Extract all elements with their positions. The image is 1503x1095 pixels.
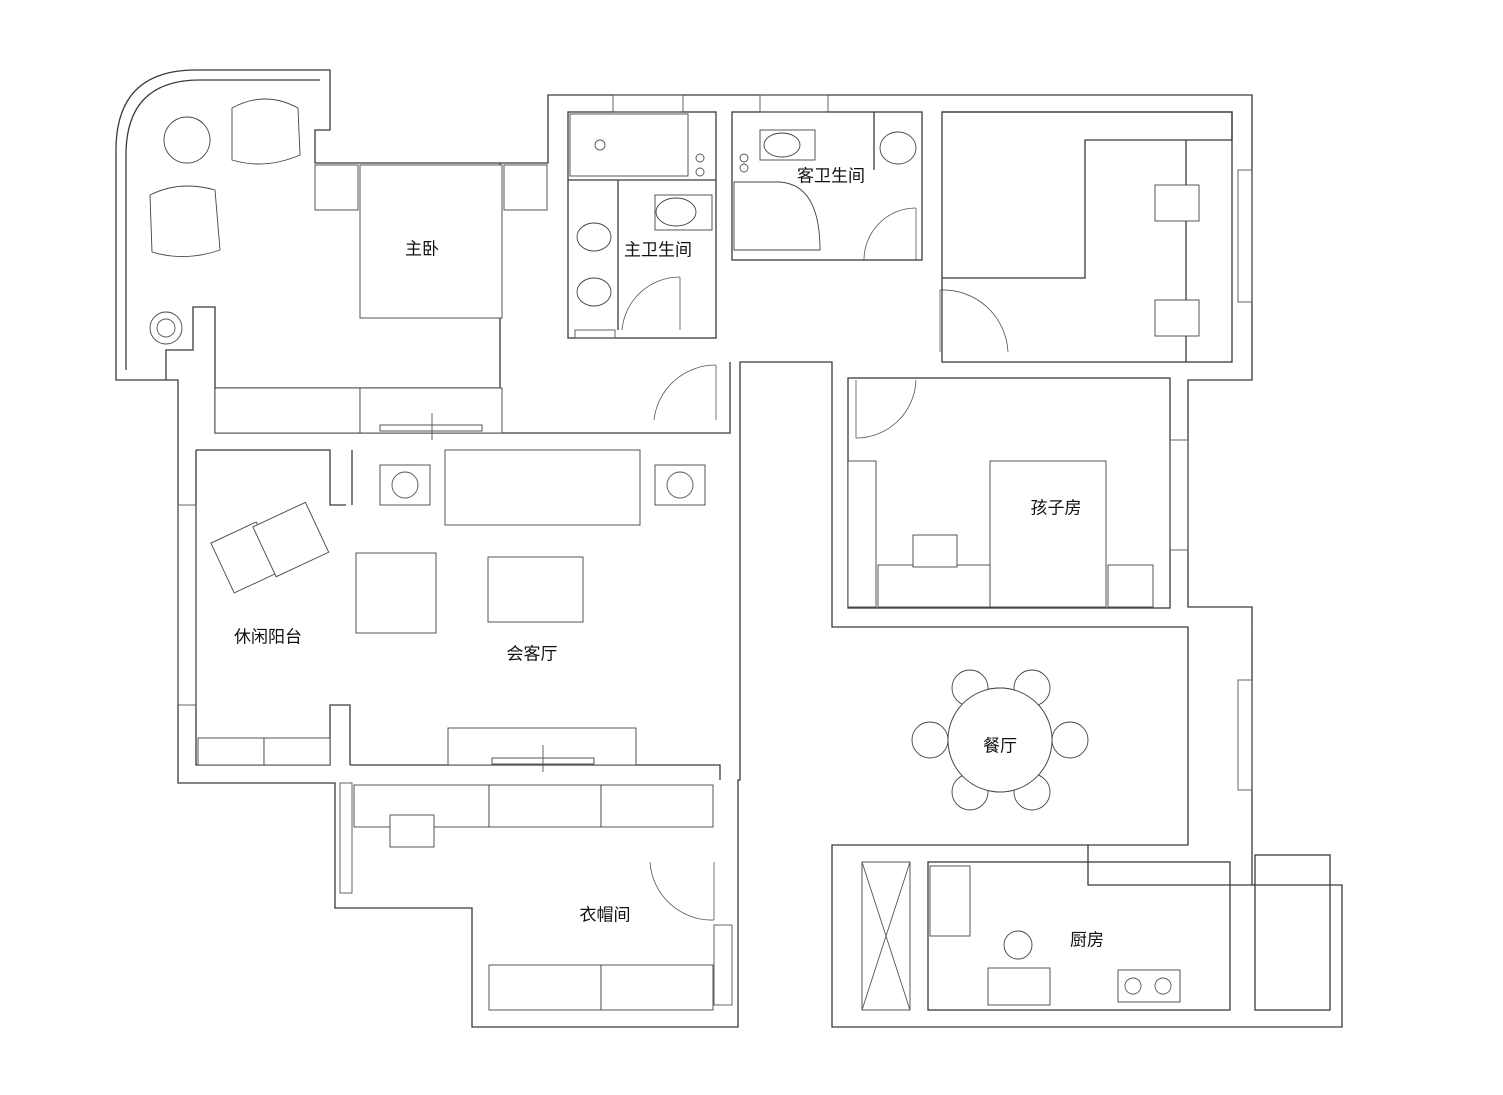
room-label-master-bedroom: 主卧 — [405, 239, 439, 260]
kids-room-furniture — [847, 460, 1154, 608]
balcony-loungers — [210, 501, 330, 594]
room-label-guest-bathroom: 客卫生间 — [797, 166, 865, 187]
room-label-kitchen: 厨房 — [1070, 930, 1104, 951]
study-chairs — [1154, 184, 1200, 337]
room-label-living-room: 会客厅 — [506, 644, 558, 665]
master-wardrobe — [214, 387, 503, 440]
room-label-cloakroom: 衣帽间 — [579, 905, 631, 926]
room-label-master-bathroom: 主卫生间 — [624, 240, 692, 261]
balcony-cabinet — [197, 737, 331, 766]
room-label-dining-room: 餐厅 — [983, 736, 1017, 757]
living-furniture — [355, 449, 706, 772]
dining-table — [911, 669, 1089, 811]
door-swings — [621, 207, 1009, 921]
master-bath-fixtures — [569, 113, 713, 307]
balcony-armchairs — [149, 98, 301, 345]
kitchen-fixtures — [861, 861, 1181, 1011]
windows — [177, 94, 1253, 1006]
cloakroom-cabinets — [353, 784, 714, 1011]
room-label-kids-room: 孩子房 — [1030, 498, 1082, 519]
room-label-leisure-balcony: 休闲阳台 — [234, 627, 302, 648]
master-bed — [314, 164, 548, 319]
guest-bath-fixtures — [733, 129, 917, 251]
